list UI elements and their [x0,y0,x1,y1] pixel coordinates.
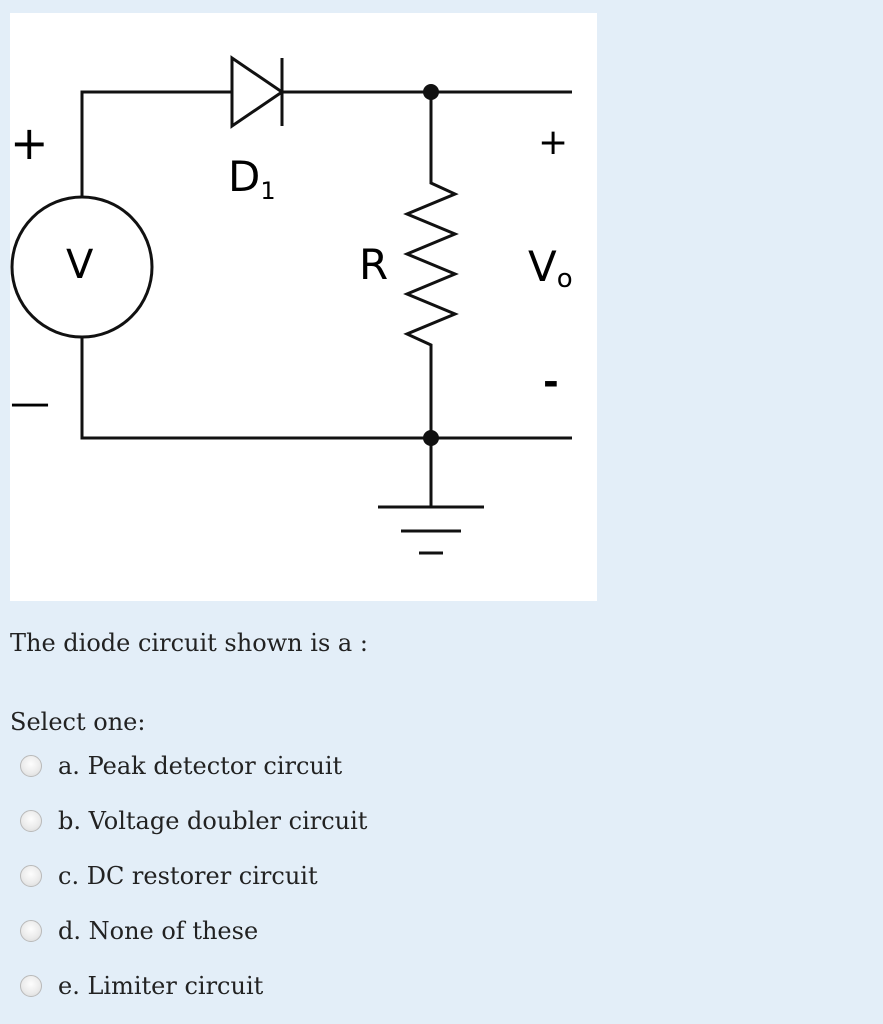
radio-button-d[interactable] [20,920,42,942]
option-e[interactable]: e. Limiter circuit [20,966,440,1006]
option-c-label: c. DC restorer circuit [58,862,318,890]
resistor-label: R [359,240,389,289]
option-d[interactable]: d. None of these [20,911,440,951]
question-text: The diode circuit shown is a : [10,629,368,657]
diode-symbol [230,55,285,129]
option-b-label: b. Voltage doubler circuit [58,807,368,835]
source-plus-label: + [10,116,49,170]
circuit-diagram: + — V D1 R + - Vo [10,13,597,601]
radio-button-a[interactable] [20,755,42,777]
resistor-symbol [403,92,459,508]
option-e-label: e. Limiter circuit [58,972,264,1000]
source-minus-label: — [10,380,50,426]
option-a-label: a. Peak detector circuit [58,752,343,780]
wire-bottom [80,337,572,440]
output-minus-label: - [543,360,559,404]
wire-top-left [80,90,232,197]
source-v-label: V [66,242,94,288]
radio-button-c[interactable] [20,865,42,887]
option-c[interactable]: c. DC restorer circuit [20,856,440,896]
output-v-label: Vo [528,242,573,294]
select-one-prompt: Select one: [10,708,146,736]
node-dot-bottom [423,430,439,446]
radio-button-e[interactable] [20,975,42,997]
diode-label: D1 [228,152,276,205]
radio-button-b[interactable] [20,810,42,832]
option-d-label: d. None of these [58,917,259,945]
output-plus-label: + [538,122,569,163]
option-a[interactable]: a. Peak detector circuit [20,746,440,786]
option-b[interactable]: b. Voltage doubler circuit [20,801,440,841]
circuit-schematic [10,55,572,555]
node-dot-top [423,84,439,100]
